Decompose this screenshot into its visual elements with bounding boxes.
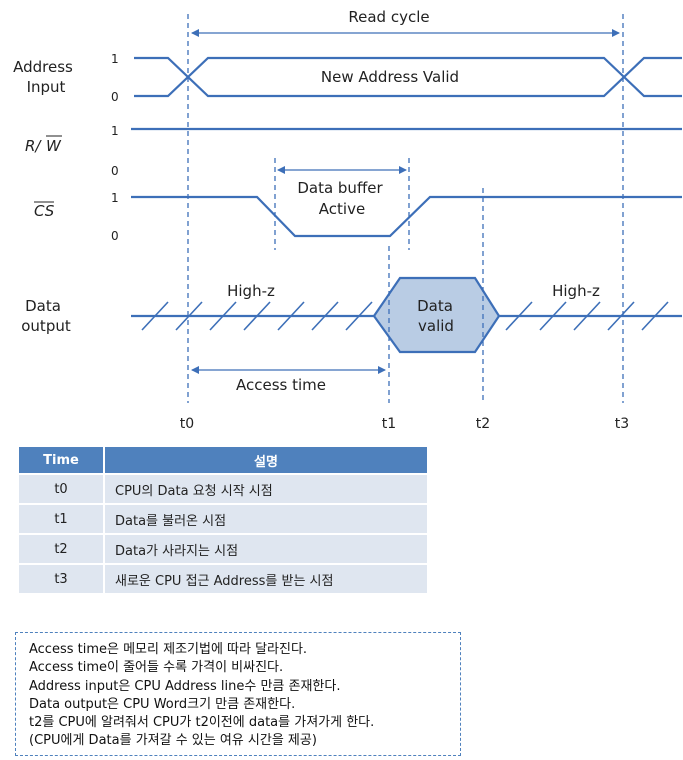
table-row: t2 Data가 사라지는 시점 [19,535,427,563]
t3-label: t3 [615,416,629,432]
data-valid-label-line1: Data [417,297,453,315]
notes-box: Access time은 메모리 제조기법에 따라 달라진다. Access t… [15,632,461,756]
hatch-mark [345,301,373,331]
cs-level-1: 1 [111,191,119,205]
high-z-right-label: High-z [552,282,600,300]
table-row: t1 Data를 불러온 시점 [19,505,427,533]
address-label-line2: Input [27,78,66,96]
table-cell-description: CPU의 Data 요청 시작 시점 [105,475,427,503]
table-cell-time: t3 [19,565,105,593]
address-label-line1: Address [13,58,73,76]
note-line: Access time은 메모리 제조기법에 따라 달라진다. [29,642,308,657]
rw-label-w: W [46,137,62,155]
data-buffer-label-line1: Data buffer [297,179,383,197]
note-line: (CPU에게 Data를 가져갈 수 있는 여유 시간을 제공) [29,733,317,749]
data-valid-label-line2: valid [418,317,454,335]
table-cell-time: t2 [19,535,105,563]
address-wave-low-to-high [134,56,682,98]
read-cycle-label: Read cycle [348,8,429,26]
address-wave-high-to-low [134,56,682,98]
table-cell-time: t0 [19,475,105,503]
note-line: Data output은 CPU Word크기 만큼 존재한다. [29,696,296,712]
data-buffer-label-line2: Active [319,200,365,218]
rw-label: R/ W [25,135,62,155]
access-time-label: Access time [236,376,326,394]
addr-level-1: 1 [111,52,119,66]
table-row: t0 CPU의 Data 요청 시작 시점 [19,475,427,503]
table-row: t3 새로운 CPU 접근 Address를 받는 시점 [19,565,427,593]
high-z-hatching [141,301,669,331]
note-line: Access time이 줄어들 수록 가격이 비싸진다. [29,660,284,676]
hatch-mark [141,301,169,331]
cs-wave [131,195,682,238]
hatch-mark [243,301,271,331]
addr-level-0: 0 [111,90,119,104]
table-cell-time: t1 [19,505,105,533]
t2-label: t2 [476,416,490,432]
t0-label: t0 [180,416,194,432]
timing-diagram: Address Input R/ W CS Data output 1 0 1 … [13,8,682,432]
note-line: t2를 CPU에 알려줘서 CPU가 t2이전에 data를 가져가게 한다. [29,715,375,731]
data-label-line1: Data [25,297,61,315]
cs-label-text: CS [34,202,55,220]
new-address-valid-label: New Address Valid [321,68,459,86]
hatch-mark [505,301,533,331]
cs-level-0: 0 [111,229,119,243]
t1-label: t1 [382,416,396,432]
table-header-time: Time [19,447,105,473]
rw-label-r: R/ [25,137,42,155]
rw-level-0: 0 [111,164,119,178]
table-header-row: Time 설명 [19,447,427,473]
hatch-mark [573,301,601,331]
high-z-left-label: High-z [227,282,275,300]
data-valid-region [372,276,501,354]
cs-label: CS [34,201,55,220]
hatch-mark [539,301,567,331]
hatch-mark [641,301,669,331]
hatch-mark [175,301,203,331]
table-cell-description: 새로운 CPU 접근 Address를 받는 시점 [105,565,427,593]
hatch-mark [209,301,237,331]
hatch-mark [311,301,339,331]
table-cell-description: Data가 사라지는 시점 [105,535,427,563]
rw-level-1: 1 [111,124,119,138]
table-header-description: 설명 [105,447,427,473]
hatch-mark [277,301,305,331]
time-description-table: Time 설명 t0 CPU의 Data 요청 시작 시점 t1 Data를 불… [19,445,427,595]
hatch-mark [607,301,635,331]
table-cell-description: Data를 불러온 시점 [105,505,427,533]
data-label-line2: output [21,317,71,335]
note-line: Address input은 CPU Address line수 만큼 존재한다… [29,678,341,694]
